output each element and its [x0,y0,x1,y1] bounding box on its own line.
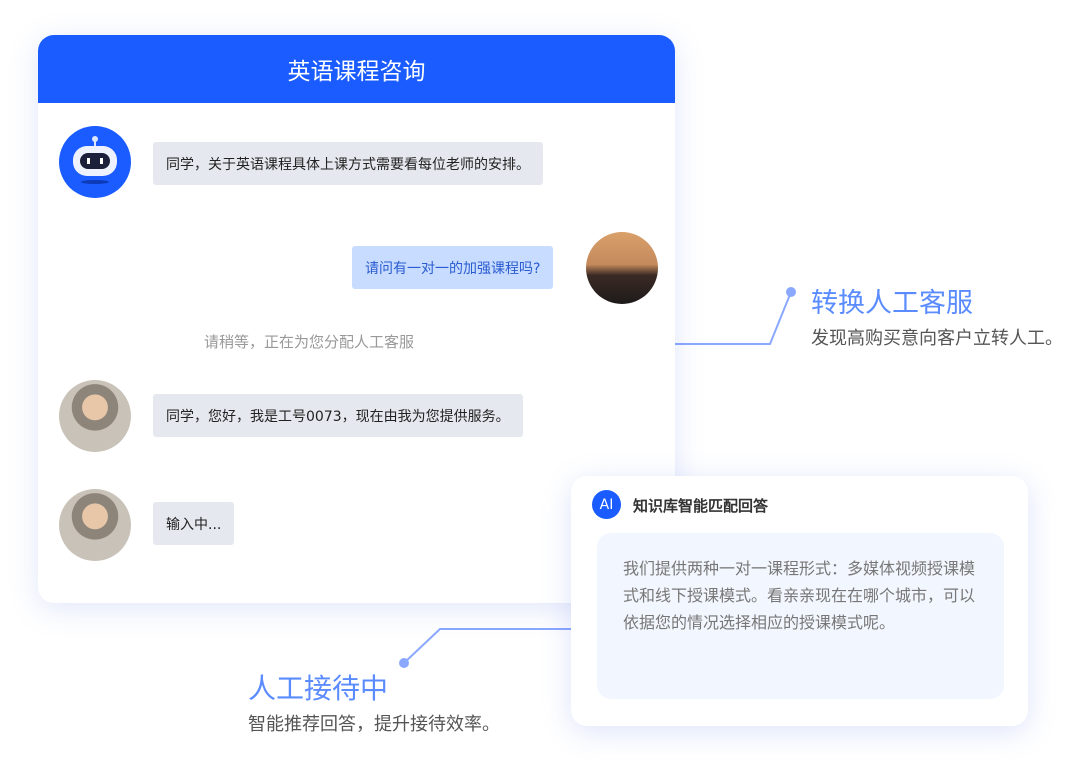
bot-message: 同学，关于英语课程具体上课方式需要看每位老师的安排。 [153,142,543,185]
user-message: 请问有一对一的加强课程吗? [352,246,554,289]
ai-answer-text: 我们提供两种一对一课程形式：多媒体视频授课模式和线下授课模式。看亲亲现在在哪个城… [597,533,1004,699]
ai-badge-icon: AI [592,490,621,519]
system-message: 请稍等，正在为您分配人工客服 [204,333,415,351]
agent-avatar [59,380,131,452]
chat-header: 英语课程咨询 [38,35,675,103]
ai-answer-card: AI 知识库智能匹配回答 我们提供两种一对一课程形式：多媒体视频授课模式和线下授… [571,476,1028,726]
bot-avatar [59,126,131,198]
agent-message: 同学，您好，我是工号0073，现在由我为您提供服务。 [153,394,523,437]
callout-desc: 发现高购买意向客户立转人工。 [811,328,1063,349]
callout-title: 转换人工客服 [811,288,973,319]
ai-card-title: 知识库智能匹配回答 [633,497,769,515]
chat-window: 英语课程咨询 同学，关于英语课程具体上课方式需要看每位老师的安排。 请问有一对一… [38,35,675,603]
robot-icon [73,136,117,184]
callout-title: 人工接待中 [248,672,389,705]
agent-avatar [59,489,131,561]
user-avatar [586,232,658,304]
callout-desc: 智能推荐回答，提升接待效率。 [248,714,500,735]
typing-indicator: 输入中... [153,502,235,545]
